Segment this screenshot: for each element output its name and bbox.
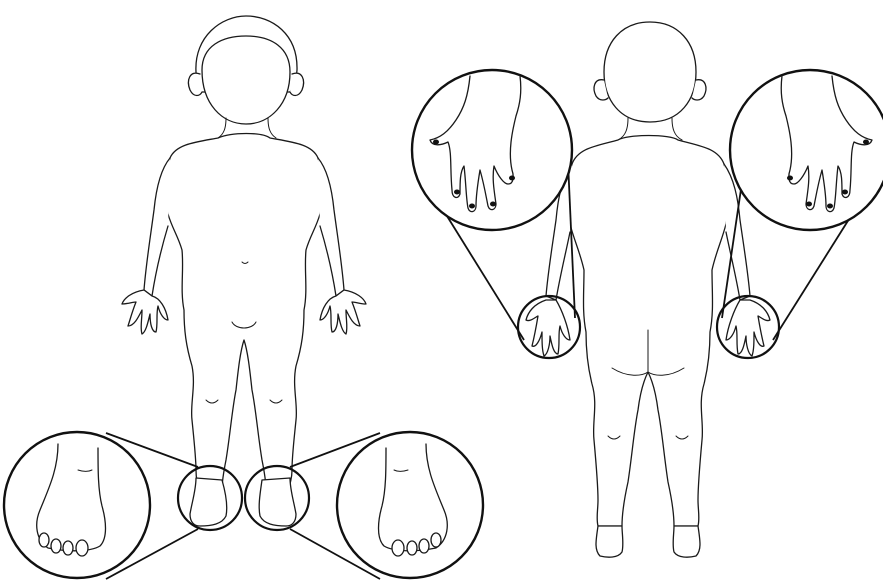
left-foot-inset (4, 432, 198, 579)
back-view-figure (546, 22, 750, 557)
right-foot-inset (290, 432, 483, 579)
front-view-figure (122, 16, 366, 490)
